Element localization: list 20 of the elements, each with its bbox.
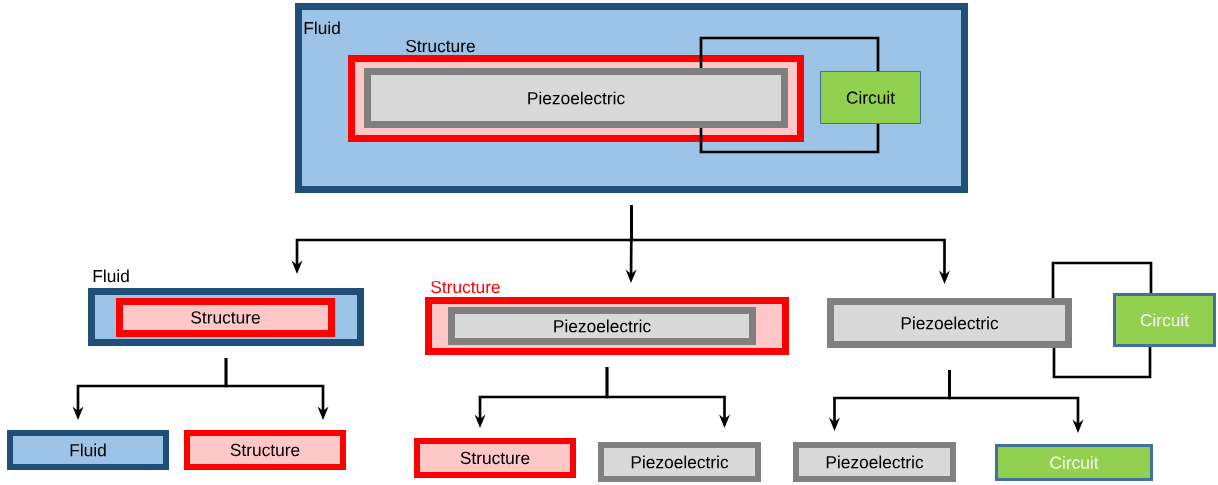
circuit-box: Circuit: [995, 444, 1153, 481]
box-heading: Fluid: [93, 269, 129, 283]
structure-box: Structure: [414, 438, 576, 478]
fluid-box: Fluid: [7, 430, 169, 470]
circuit-box: Circuit: [820, 71, 921, 124]
box-heading: Fluid: [304, 21, 340, 35]
piezoelectric-box: Piezoelectric: [793, 442, 956, 482]
circuit-box: Circuit: [1113, 293, 1216, 347]
structure-box: Structure: [116, 298, 335, 337]
piezoelectric-box: Piezoelectric: [364, 68, 788, 128]
wire: [1051, 261, 1153, 298]
structure-box: Structure: [184, 430, 346, 470]
wire: [699, 124, 880, 154]
box-heading: Structure: [406, 39, 475, 53]
box-heading: Structure: [431, 280, 500, 294]
piezoelectric-box: Piezoelectric: [827, 298, 1072, 348]
wire: [1052, 347, 1152, 379]
wire: [699, 36, 880, 71]
piezoelectric-box: Piezoelectric: [598, 442, 761, 482]
piezoelectric-box: Piezoelectric: [448, 307, 756, 345]
